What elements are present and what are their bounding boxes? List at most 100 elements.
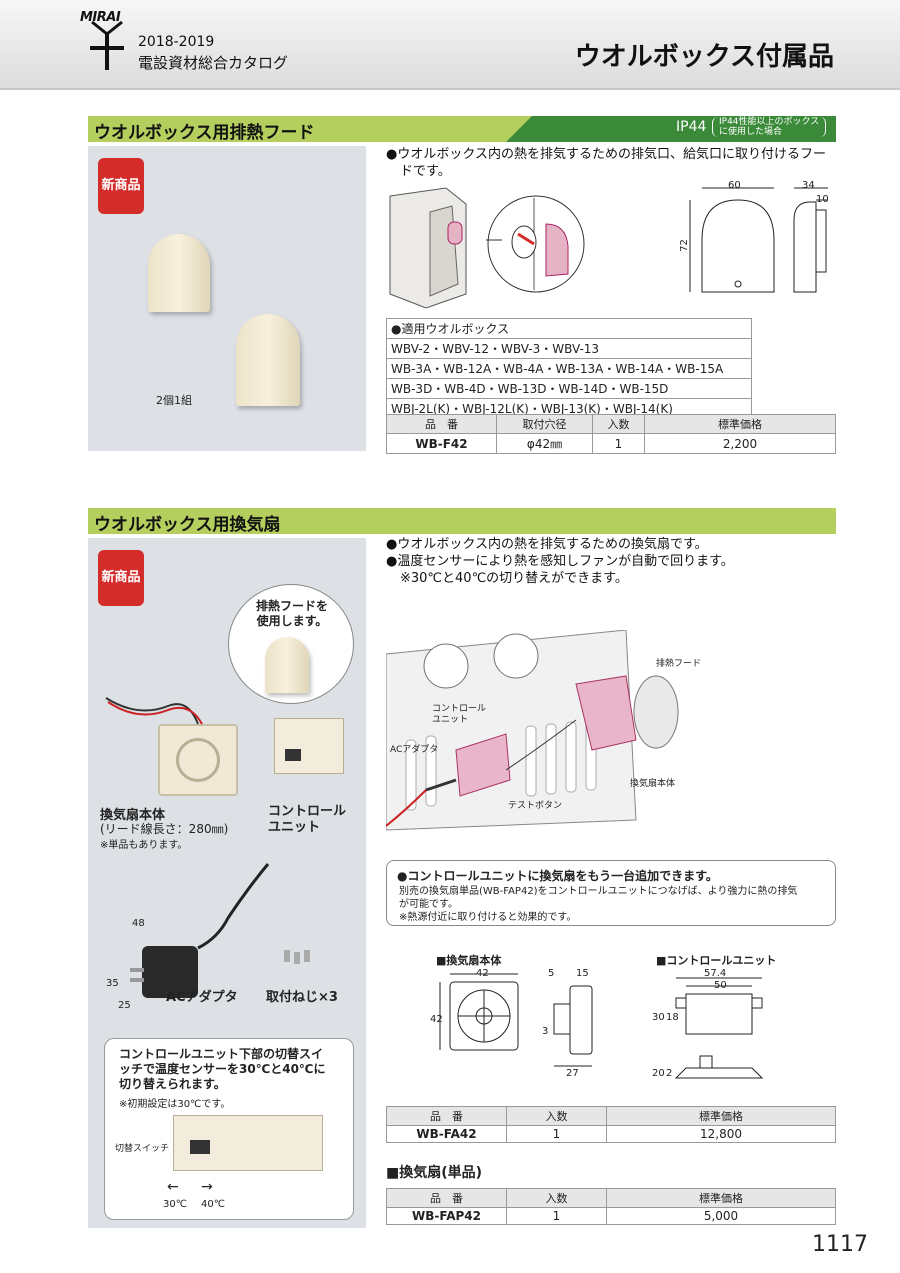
info-line2: が可能です。: [399, 899, 458, 910]
install-diagram: [386, 630, 679, 831]
compatible-box-table: ●適用ウオルボックス WBV-2・WBV-12・WBV-3・WBV-13 WB-…: [386, 318, 752, 419]
compat-title: ●適用ウオルボックス: [386, 318, 752, 339]
ip-note-line1: IP44性能以上のボックス: [719, 117, 820, 127]
hood-image-2: [236, 314, 300, 406]
ip-note: IP44性能以上のボックス に使用した場合: [712, 117, 827, 137]
arrow-right-icon: →: [201, 1179, 213, 1195]
control-switch-image: [173, 1115, 323, 1171]
hood-image: [148, 234, 210, 312]
dim-fan-d: 27: [566, 1068, 579, 1079]
switch-note-box: コントロールユニット下部の切替スイ ッチで温度センサーを30℃と40℃に 切り替…: [104, 1038, 354, 1220]
compat-row: WBJ-2L(K)・WBJ-12L(K)・WBJ-13(K)・WBJ-14(K): [386, 398, 752, 419]
section1-description: ●ウオルボックス内の熱を排気するための排気口、給気口に取り付けるフー ドです。: [386, 146, 826, 180]
section2-spec-table: 品 番 入数 標準価格 WB-FA42 1 12,800: [386, 1106, 836, 1143]
dim-control-h1: 30: [652, 1012, 665, 1023]
bubble-line2: 使用します。: [256, 614, 328, 628]
spec-header: 標準価格: [606, 1106, 836, 1126]
spec-header: 品 番: [386, 1106, 507, 1126]
dim-hood-flange: 10: [816, 194, 829, 205]
dim-fan-c: 3: [542, 1026, 549, 1037]
new-product-badge: 新商品: [98, 158, 144, 214]
dim-adapter-depth: 25: [118, 1000, 131, 1011]
section2-desc-line2: ●温度センサーにより熱を感知しファンが自動で回ります。: [386, 554, 734, 569]
dim-hood-depth: 34: [802, 180, 815, 191]
section2-desc-line3: ※30℃と40℃の切り替えができます。: [400, 571, 628, 586]
hood-dimension-drawing: [689, 187, 828, 293]
fan-lead-length: (リード線長さ：280㎜): [100, 822, 229, 836]
temp-40: 40℃: [201, 1199, 225, 1210]
dim-adapter-width: 48: [132, 918, 145, 929]
section2-description: ●ウオルボックス内の熱を排気するための換気扇です。 ●温度センサーにより熱を感知…: [386, 536, 734, 587]
spec-header: 標準価格: [644, 414, 836, 434]
section2-title-bar: ウオルボックス用換気扇: [88, 508, 836, 535]
spec-quantity: 1: [506, 1125, 607, 1143]
section2-title: ウオルボックス用換気扇: [94, 515, 281, 535]
fan-label: 換気扇本体: [100, 808, 166, 823]
fan-dimension-drawing: [439, 973, 593, 1067]
spec-part-number: WB-FA42: [386, 1125, 507, 1143]
control-dimension-drawing: [674, 977, 764, 1079]
single-fan-title: ■換気扇(単品): [386, 1165, 483, 1181]
spec-quantity: 1: [506, 1207, 607, 1225]
fan-image: [158, 724, 238, 796]
dim-hood-height: 72: [678, 239, 690, 252]
control-label-line1: コントロール: [268, 804, 347, 819]
spec-header: 入数: [592, 414, 645, 434]
spec-hole-diameter: φ42㎜: [496, 433, 593, 454]
page-number: 1117: [812, 1232, 868, 1257]
section1-product-panel: 新商品 2個1組: [88, 146, 366, 451]
fan-lead-wire: [105, 697, 203, 725]
spec-header: 入数: [506, 1106, 607, 1126]
adapter-label: ACアダプタ: [166, 990, 238, 1005]
info-line1: 別売の換気扇単品(WB-FAP42)をコントロールユニットにつなげば、より強力に…: [399, 886, 798, 897]
diagram-label-adapter: ACアダプタ: [390, 745, 439, 755]
section1-desc-line1: ●ウオルボックス内の熱を排気するための排気口、給気口に取り付けるフー: [386, 147, 826, 162]
spec-price: 5,000: [606, 1207, 836, 1225]
spec-header: 品 番: [386, 1188, 507, 1208]
info-title: ●コントロールユニットに換気扇をもう一台追加できます。: [397, 869, 718, 883]
section1-title: ウオルボックス用排熱フード: [94, 123, 315, 143]
dim-control-w2: 50: [714, 980, 727, 991]
spec-price: 2,200: [644, 433, 836, 454]
brand-name: MIRAI: [80, 10, 121, 25]
new-product-badge: 新商品: [98, 550, 144, 606]
hood-image: [265, 637, 309, 693]
spec-quantity: 1: [592, 433, 645, 454]
control-unit-image: [274, 718, 344, 774]
spec-header: 品 番: [386, 414, 497, 434]
compat-row: WBV-2・WBV-12・WBV-3・WBV-13: [386, 338, 752, 359]
diagram-label-control-line1: コントロール: [432, 704, 487, 714]
fan-single-note: ※単品もあります。: [100, 840, 188, 851]
dim-control-h2: 18: [666, 1012, 679, 1023]
screw-label: 取付ねじ×3: [266, 990, 338, 1005]
dim-fan-b: 15: [576, 968, 589, 979]
page-header: MIRAI 2018-2019 電設資材総合カタログ ウオルボックス付属品: [0, 0, 900, 90]
screws-image: [284, 950, 314, 964]
set-label: 2個1組: [156, 394, 192, 407]
spec-header: 入数: [506, 1188, 607, 1208]
temp-30: 30℃: [163, 1199, 187, 1210]
control-drawing-title: ■コントロールユニット: [656, 954, 777, 967]
switch-note-line3: 切り替えられます。: [119, 1077, 226, 1091]
dim-control-h4: 2: [666, 1068, 673, 1079]
spec-part-number: WB-F42: [386, 433, 497, 454]
bubble-line1: 排熱フードを: [255, 599, 328, 613]
hood-mount-illustration: [389, 187, 585, 309]
spec-header: 取付穴径: [496, 414, 593, 434]
page-title: ウオルボックス付属品: [574, 42, 834, 72]
dim-adapter-height: 35: [106, 978, 119, 989]
dim-hood-width: 60: [728, 180, 741, 191]
spec-part-number: WB-FAP42: [386, 1207, 507, 1225]
compat-row: WB-3D・WB-4D・WB-13D・WB-14D・WB-15D: [386, 378, 752, 399]
spec-price: 12,800: [606, 1125, 836, 1143]
dim-fan-height: 42: [430, 1014, 443, 1025]
ac-adapter-image: [130, 863, 270, 998]
ip-rating: IP44: [676, 119, 707, 135]
diagram-label-test-button: テストボタン: [508, 801, 563, 811]
diagram-label-hood: 排熱フード: [656, 659, 702, 669]
fan-drawing-title: ■換気扇本体: [436, 954, 502, 967]
ip-note-line2: に使用した場合: [719, 127, 783, 137]
spec-header: 標準価格: [606, 1188, 836, 1208]
arrow-left-icon: ←: [167, 1179, 179, 1195]
diagram-label-control: コントロール ユニット: [432, 704, 486, 726]
